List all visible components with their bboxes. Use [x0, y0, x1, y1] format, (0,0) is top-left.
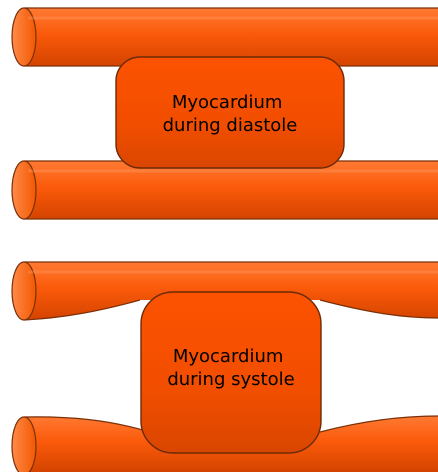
systole-bottom-vessel-end-cap	[12, 417, 36, 472]
systole-label-line1: Myocardium	[173, 346, 284, 367]
diastole-label-line2: during diastole	[163, 115, 298, 136]
systole-label-line2: during systole	[167, 369, 294, 390]
diastole-bottom-vessel	[12, 161, 438, 219]
systole-panel: Myocardium during systole	[12, 262, 438, 472]
diastole-label-line1: Myocardium	[172, 92, 283, 113]
diastole-panel: Myocardium during diastole	[12, 8, 438, 219]
